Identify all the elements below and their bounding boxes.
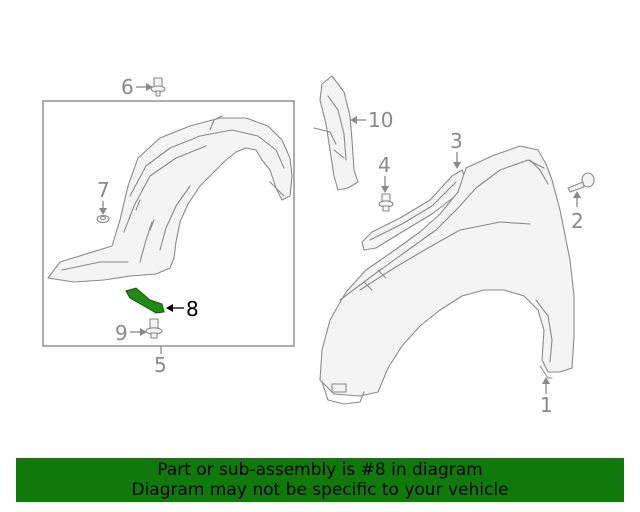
part-6-bolt-drawing[interactable]	[150, 77, 166, 97]
callout-5-label: 5	[154, 353, 167, 377]
callout-10[interactable]: 10	[350, 108, 393, 132]
callout-7-label: 7	[97, 178, 110, 202]
callout-4[interactable]: 4	[378, 153, 391, 193]
callout-2-label: 2	[571, 209, 584, 233]
part-9-screw-drawing[interactable]	[145, 318, 163, 339]
banner-line-1: Part or sub-assembly is #8 in diagram	[157, 460, 483, 480]
part-1-fender-drawing[interactable]	[319, 145, 575, 405]
part-info-banner: Part or sub-assembly is #8 in diagram Di…	[16, 458, 624, 502]
callout-8[interactable]: 8	[166, 297, 199, 321]
callout-6[interactable]: 6	[121, 75, 153, 99]
callout-9[interactable]: 9	[115, 321, 147, 345]
fender-liner-drawing[interactable]	[47, 115, 293, 283]
subassembly-box	[42, 100, 295, 347]
callout-5[interactable]: 5	[154, 346, 167, 377]
callout-4-label: 4	[378, 153, 391, 177]
part-7-clip-drawing[interactable]	[96, 214, 110, 224]
callout-3-label: 3	[450, 129, 463, 153]
callout-8-label: 8	[186, 297, 199, 321]
callout-1-label: 1	[540, 393, 553, 417]
banner-line-2: Diagram may not be specific to your vehi…	[131, 480, 509, 500]
callout-3[interactable]: 3	[450, 129, 463, 169]
parts-diagram: 6 10 3 4 7 2 8 9	[42, 75, 595, 417]
callout-9-label: 9	[115, 321, 128, 345]
part-8-bracket-drawing[interactable]	[125, 287, 165, 314]
callout-6-label: 6	[121, 75, 134, 99]
part-10-bracket-drawing[interactable]	[313, 75, 359, 191]
part-4-clip-drawing[interactable]	[378, 193, 394, 212]
callout-7[interactable]: 7	[97, 178, 110, 215]
callout-1[interactable]: 1	[540, 377, 553, 417]
callout-2[interactable]: 2	[571, 191, 584, 233]
callout-10-label: 10	[368, 108, 393, 132]
part-2-bolt-drawing[interactable]	[567, 172, 595, 193]
